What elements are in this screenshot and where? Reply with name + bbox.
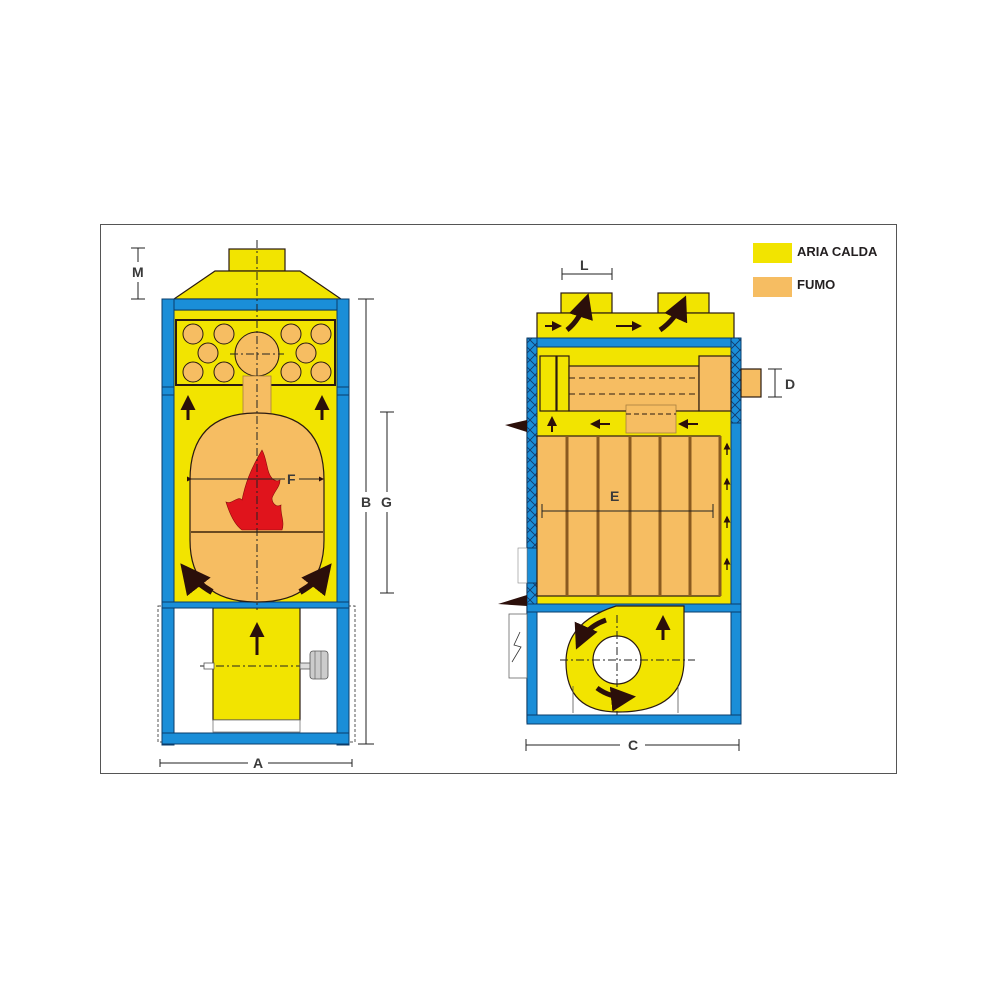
smoke-box [698, 355, 732, 412]
dim-label-C: C [628, 737, 638, 753]
legend: ARIA CALDA FUMO [753, 243, 878, 297]
flame-icon [225, 449, 284, 531]
dim-label-L: L [580, 257, 589, 273]
dim-label-A: A [253, 755, 263, 771]
dim-label-M: M [132, 264, 144, 280]
front-blower [212, 607, 301, 721]
dim-label-D: D [785, 376, 795, 392]
flue-outlet [740, 368, 762, 398]
pulley-icon [309, 650, 329, 680]
front-view: F M A B G [131, 240, 394, 771]
legend-swatch-smoke [753, 277, 792, 297]
dim-label-G: G [381, 494, 392, 510]
dim-label-B: B [361, 494, 371, 510]
lightning-icon [511, 631, 522, 663]
side-view: E L D C [498, 257, 795, 753]
legend-label-hot-air: ARIA CALDA [797, 244, 878, 259]
diagram-frame [100, 224, 897, 774]
smoke-tubes [568, 365, 700, 412]
legend-swatch-hot-air [753, 243, 792, 263]
legend-label-smoke: FUMO [797, 277, 835, 292]
dim-label-F: F [287, 471, 296, 487]
insulated-panel-right [730, 337, 742, 424]
dim-label-E: E [610, 488, 619, 504]
